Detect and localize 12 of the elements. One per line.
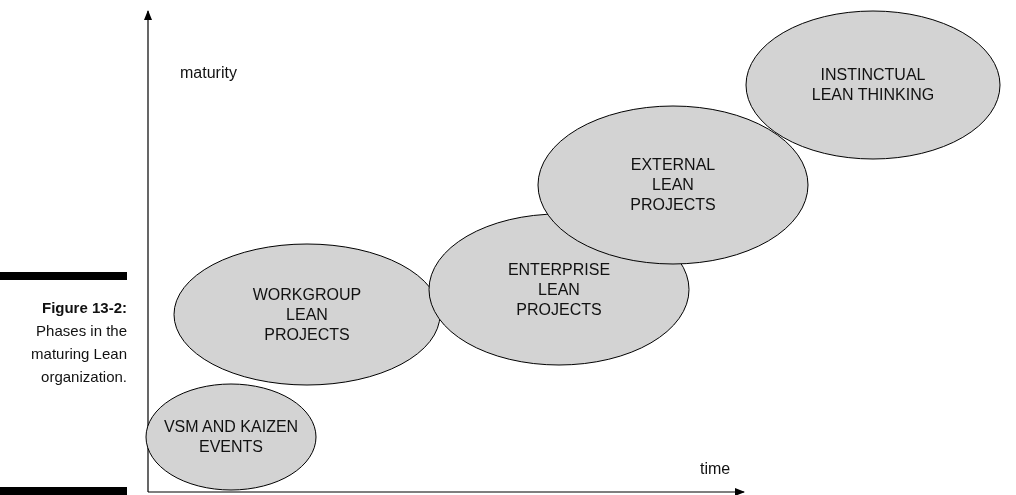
- phase-label: ENTERPRISE LEAN PROJECTS: [506, 259, 612, 320]
- phase-label: INSTINCTUAL LEAN THINKING: [810, 65, 936, 105]
- phase-ellipse: [745, 10, 1001, 160]
- phase-label: WORKGROUP LEAN PROJECTS: [252, 284, 362, 345]
- figure-caption: Figure 13-2: Phases in the maturing Lean organization.: [30, 298, 127, 387]
- phase-label: EXTERNAL LEAN PROJECTS: [629, 155, 717, 215]
- phase-ellipse: [173, 243, 441, 386]
- phase-ellipse: [537, 105, 809, 265]
- phase-ellipse: [145, 383, 317, 491]
- axis-label: maturity: [180, 64, 237, 82]
- phase-label: VSM AND KAIZEN EVENTS: [162, 417, 300, 457]
- axis-label: time: [700, 460, 731, 478]
